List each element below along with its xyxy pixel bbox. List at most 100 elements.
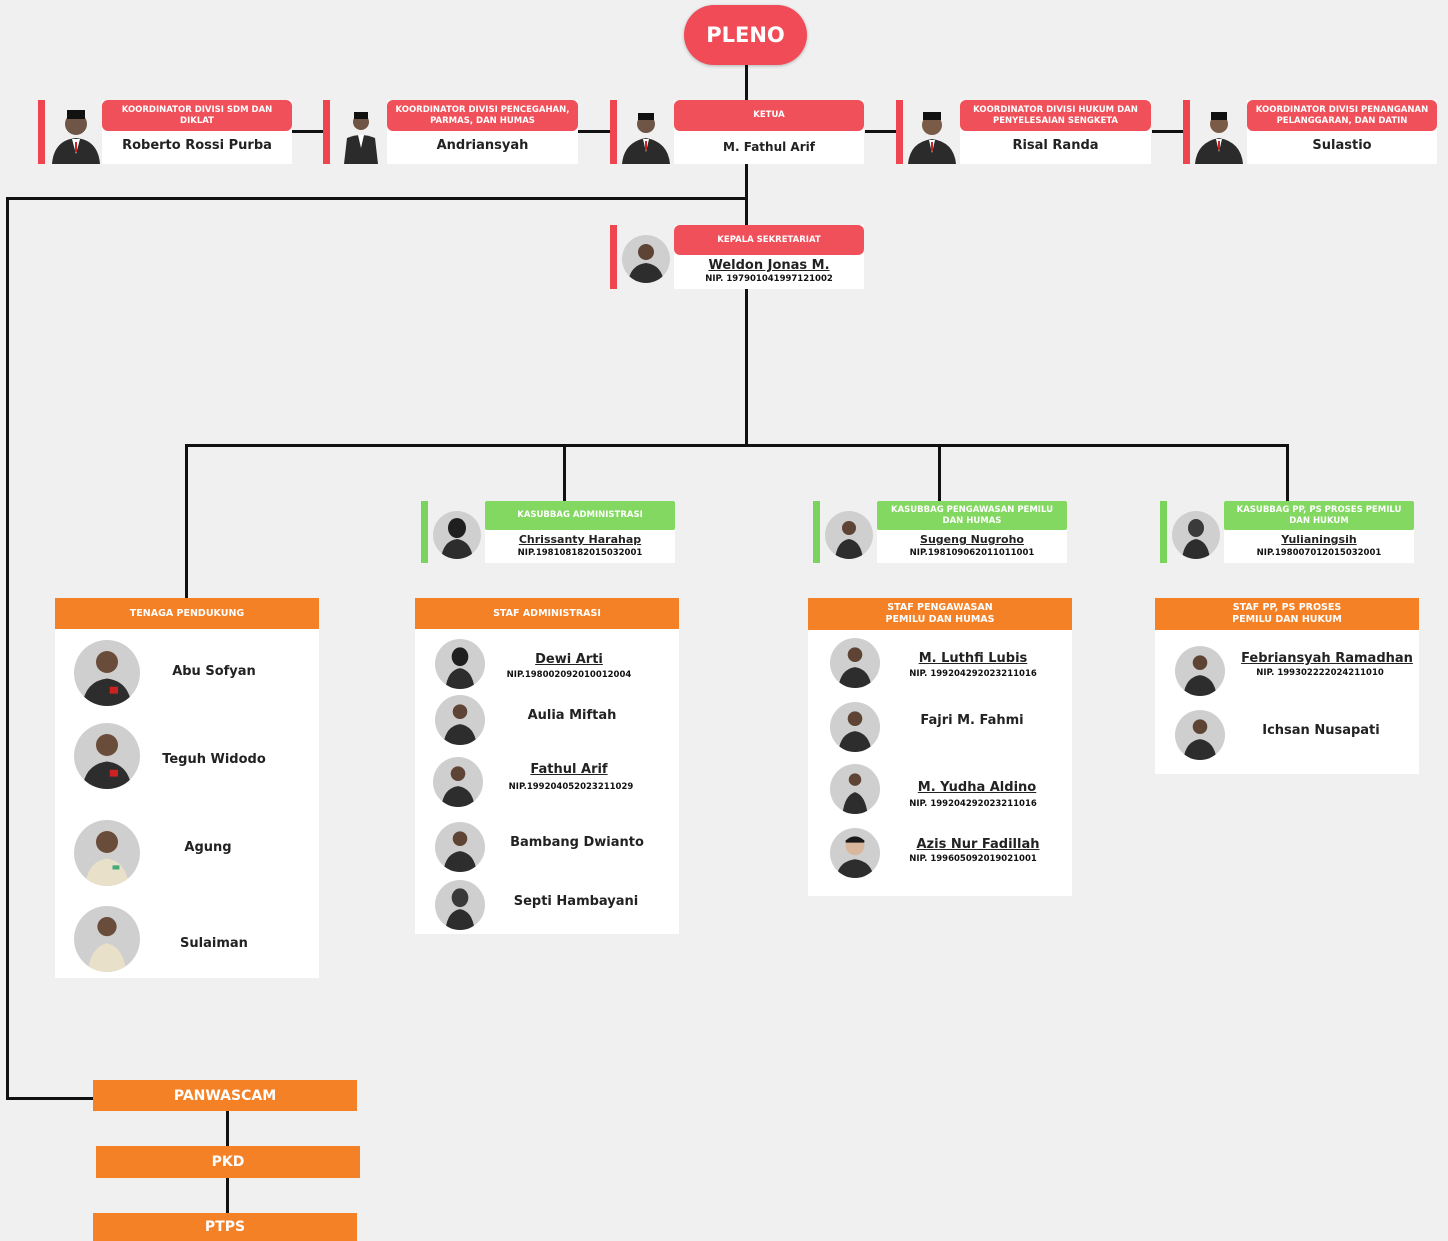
connector-line (1152, 130, 1184, 133)
member-avatar (435, 695, 485, 745)
kepala-sekretariat-card: KEPALA SEKRETARIAT Weldon Jonas M. NIP. … (610, 225, 866, 289)
member-name: Fathul Arif (530, 762, 608, 777)
member-name: Abu Sofyan (172, 664, 256, 679)
person-photo (622, 235, 670, 283)
member-item: Febriansyah Ramadhan NIP. 19930222202421… (1155, 646, 1419, 696)
member-item: Abu Sofyan (55, 640, 319, 710)
coordinator-card-body: KOORDINATOR DIVISI PENANGANAN PELANGGARA… (1247, 100, 1437, 164)
role-label: KOORDINATOR DIVISI SDM DAN DIKLAT (102, 100, 292, 131)
member-name: Bambang Dwianto (510, 835, 644, 850)
person-name: Risal Randa (1012, 138, 1099, 153)
role-label: KOORDINATOR DIVISI PENCEGAHAN, PARMAS, D… (387, 100, 578, 131)
member-avatar (435, 822, 485, 872)
member-avatar (830, 702, 880, 752)
member-item: Sulaiman (55, 906, 319, 976)
member-item: Aulia Miftah (415, 695, 679, 745)
person-photo (433, 511, 481, 559)
accent-bar (896, 100, 903, 164)
connector-line (185, 444, 1289, 447)
role-label: KASUBBAG PP, PS PROSES PEMILU DAN HUKUM (1224, 501, 1414, 530)
kasubbag-pp-ps-card: KASUBBAG PP, PS PROSES PEMILU DAN HUKUM … (1160, 501, 1416, 563)
person-name: Yulianingsih (1281, 533, 1357, 546)
panel-staf-pp-ps: STAF PP, PS PROSES PEMILU DAN HUKUM Febr… (1155, 598, 1419, 774)
member-avatar (433, 757, 483, 807)
person-nip: NIP.198109062011011001 (909, 548, 1035, 558)
person-nip: NIP.198108182015032001 (517, 548, 643, 558)
panel-staf-pengawasan: STAF PENGAWASAN PEMILU DAN HUMAS M. Luth… (808, 598, 1072, 896)
ptps-node: PTPS (93, 1213, 357, 1241)
connector-line (226, 1110, 229, 1148)
person-photo (904, 108, 960, 164)
member-item: Teguh Widodo (55, 723, 319, 793)
person-photo (1191, 108, 1247, 164)
connector-line (226, 1177, 229, 1215)
ketua-card: KETUA M. Fathul Arif (610, 100, 866, 164)
coordinator-card-body: KOORDINATOR DIVISI HUKUM DAN PENYELESAIA… (960, 100, 1151, 164)
member-item: Bambang Dwianto (415, 822, 679, 872)
connector-line (745, 64, 748, 102)
panel-title: STAF PP, PS PROSES PEMILU DAN HUKUM (1155, 598, 1419, 630)
kepala-card-body: KEPALA SEKRETARIAT Weldon Jonas M. NIP. … (674, 225, 864, 289)
connector-line (185, 444, 188, 600)
connector-line (745, 288, 748, 446)
member-avatar (74, 906, 140, 972)
panel-title: STAF PENGAWASAN PEMILU DAN HUMAS (808, 598, 1072, 630)
person-name: Roberto Rossi Purba (122, 138, 272, 153)
member-name: Ichsan Nusapati (1262, 723, 1380, 738)
panel-title: TENAGA PENDUKUNG (55, 598, 319, 629)
panel-title: STAF ADMINISTRASI (415, 598, 679, 629)
coordinator-sdm-card: KOORDINATOR DIVISI SDM DAN DIKLAT Robert… (38, 100, 294, 164)
kasubbag-card-body: KASUBBAG ADMINISTRASI Chrissanty Harahap… (485, 501, 675, 563)
connector-line (6, 197, 9, 1100)
member-nip: NIP.198002092010012004 (506, 670, 632, 680)
member-name: Sulaiman (180, 936, 248, 951)
member-item: Fathul Arif NIP.199204052023211029 (415, 757, 679, 807)
accent-bar (38, 100, 45, 164)
connector-line (563, 444, 566, 501)
member-name: Septi Hambayani (513, 894, 639, 909)
member-avatar (74, 723, 140, 789)
connector-line (865, 130, 897, 133)
member-nip: NIP.199204052023211029 (508, 782, 634, 792)
member-name: Aulia Miftah (527, 708, 617, 723)
accent-bar (610, 225, 617, 289)
connector-line (6, 1097, 94, 1100)
connector-line (745, 164, 748, 226)
accent-bar (813, 501, 820, 563)
member-nip: NIP. 199204292023211016 (909, 669, 1037, 679)
member-avatar (1175, 710, 1225, 760)
member-nip: NIP. 199302222024211010 (1256, 668, 1384, 678)
member-name: Dewi Arti (535, 652, 603, 667)
member-name: M. Luthfi Lubis (918, 651, 1028, 666)
person-name: Andriansyah (436, 138, 529, 153)
member-avatar (830, 638, 880, 688)
member-item: M. Luthfi Lubis NIP. 199204292023211016 (808, 638, 1072, 688)
member-avatar (435, 880, 485, 930)
member-item: Azis Nur Fadillah NIP. 19960509201902100… (808, 828, 1072, 878)
member-avatar (74, 640, 140, 706)
person-photo (48, 106, 104, 164)
member-name: Teguh Widodo (162, 752, 266, 767)
person-name: Sugeng Nugroho (920, 533, 1024, 546)
kasubbag-pengawasan-card: KASUBBAG PENGAWASAN PEMILU DAN HUMAS Sug… (813, 501, 1069, 563)
person-nip: NIP. 197901041997121002 (705, 274, 833, 284)
member-nip: NIP. 199204292023211016 (909, 799, 1037, 809)
person-photo (618, 108, 674, 164)
connector-line (938, 444, 941, 501)
pleno-node: PLENO (684, 5, 807, 65)
person-name: M. Fathul Arif (723, 140, 815, 154)
member-item: Fajri M. Fahmi (808, 702, 1072, 752)
role-label: KOORDINATOR DIVISI HUKUM DAN PENYELESAIA… (960, 100, 1151, 131)
member-item: M. Yudha Aldino NIP. 199204292023211016 (808, 764, 1072, 814)
pkd-node: PKD (96, 1146, 360, 1178)
member-name: Azis Nur Fadillah (916, 837, 1040, 852)
role-label: KASUBBAG PENGAWASAN PEMILU DAN HUMAS (877, 501, 1067, 530)
accent-bar (610, 100, 617, 164)
person-photo (825, 511, 873, 559)
role-label: KOORDINATOR DIVISI PENANGANAN PELANGGARA… (1247, 100, 1437, 131)
person-name: Weldon Jonas M. (708, 258, 830, 273)
person-photo (341, 108, 381, 164)
panwascam-node: PANWASCAM (93, 1080, 357, 1111)
member-name: Fajri M. Fahmi (920, 713, 1024, 728)
accent-bar (323, 100, 330, 164)
